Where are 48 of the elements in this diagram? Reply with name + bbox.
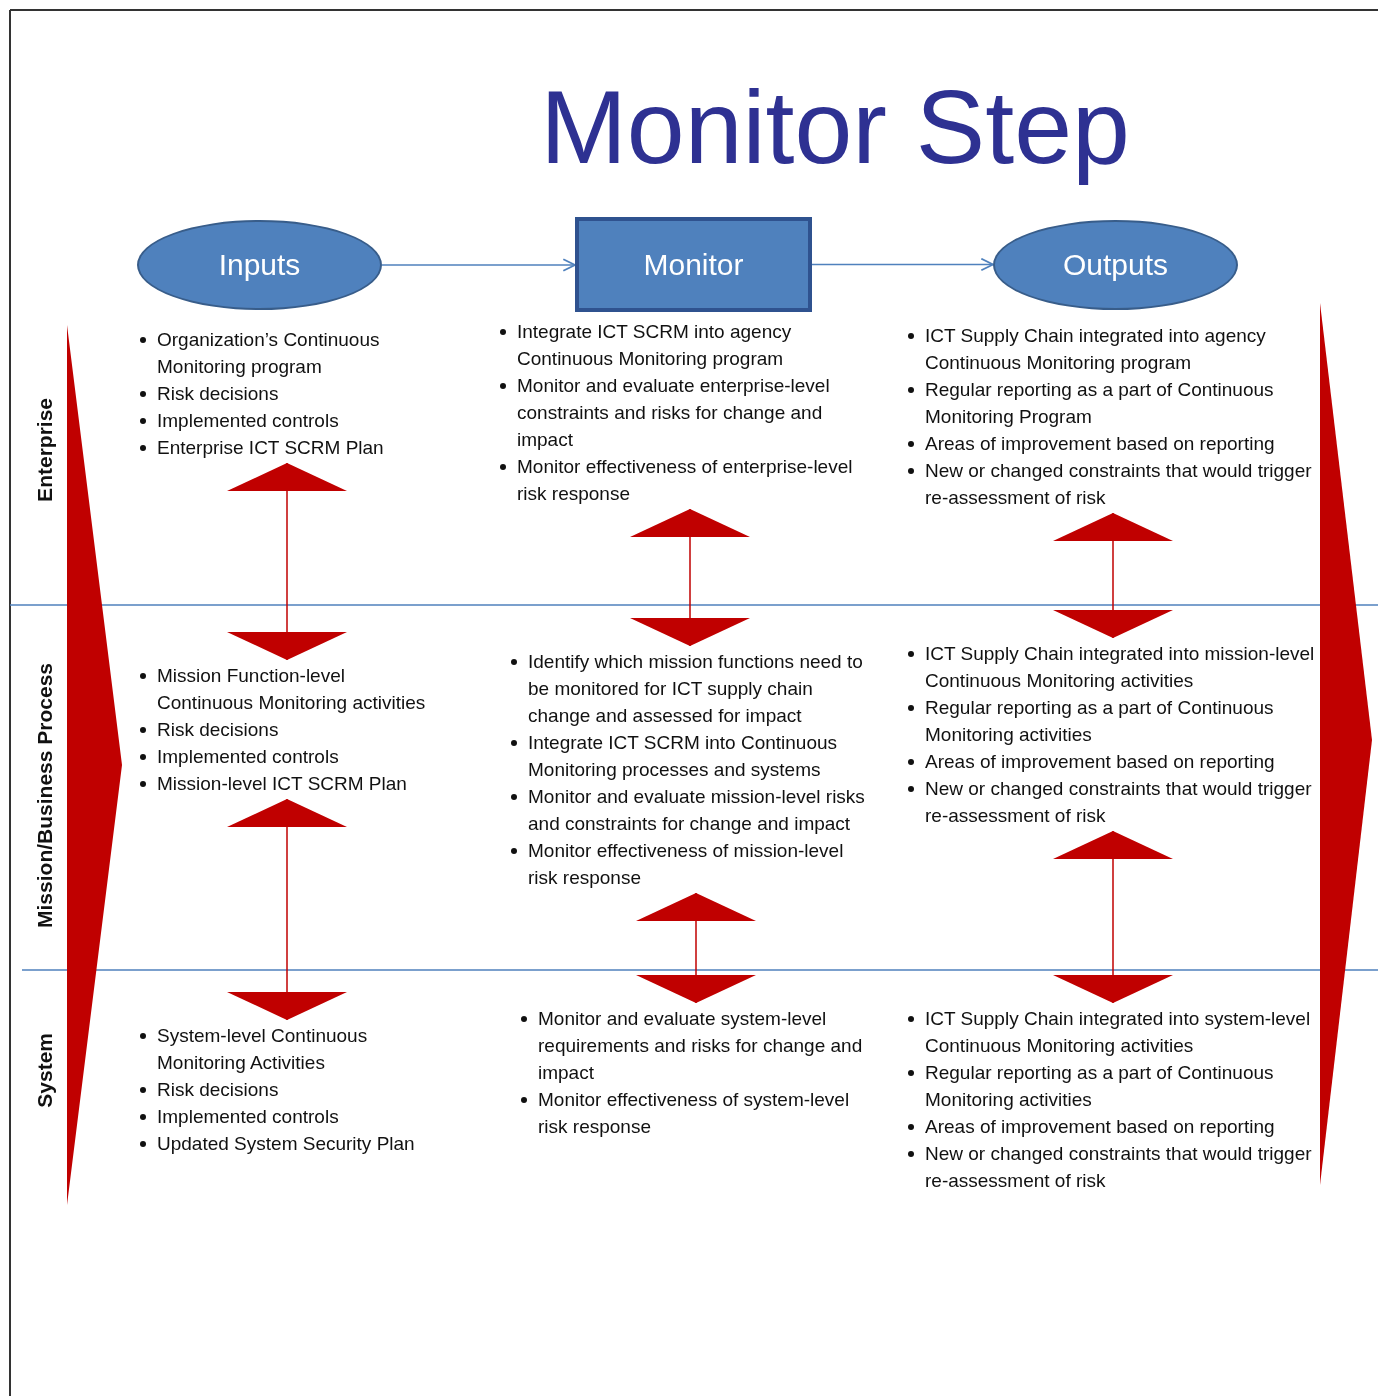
bullet-text: Areas of improvement based on reporting: [925, 1116, 1275, 1137]
bullet-text: Enterprise ICT SCRM Plan: [157, 437, 384, 458]
double-arrow: [636, 892, 756, 1004]
bullet-text: Areas of improvement based on reporting: [925, 751, 1275, 772]
row-label: Enterprise: [33, 398, 57, 502]
bullet-text: Mission Function-level Continuous Monitoring activities: [157, 665, 426, 713]
bullet-text: Mission-level ICT SCRM Plan: [157, 773, 407, 794]
bullet-text: Updated System Security Plan: [157, 1133, 415, 1154]
bullet-text: New or changed constraints that would trigger re-assessment of risk: [925, 1143, 1312, 1191]
bullet-text: Monitor effectiveness of enterprise-level risk response: [517, 456, 853, 504]
bullet-text: Integrate ICT SCRM into agency Continuous Monitoring program: [517, 321, 792, 369]
bullet-text: ICT Supply Chain integrated into mission-level Continuous Monitoring activities: [925, 643, 1315, 691]
bullet-text: Monitor effectiveness of system-level risk response: [538, 1089, 850, 1137]
row-label: Mission/Business Process: [33, 662, 57, 928]
bullet-text: Implemented controls: [157, 1106, 339, 1127]
bullet-text: Areas of improvement based on reporting: [925, 433, 1275, 454]
bullet-text: Integrate ICT SCRM into Continuous Monitoring processes and systems: [528, 732, 838, 780]
bullet-text: New or changed constraints that would trigger re-assessment of risk: [925, 778, 1312, 826]
bullet-text: Regular reporting as a part of Continuous Monitoring Program: [925, 379, 1274, 427]
bullet-text: Monitor effectiveness of mission-level risk response: [528, 840, 844, 888]
process-box: Monitor: [575, 217, 812, 312]
bullet-text: Regular reporting as a part of Continuous Monitoring activities: [925, 697, 1274, 745]
bullet-text: Implemented controls: [157, 410, 339, 431]
oval-node: Outputs: [993, 220, 1238, 310]
bullet-text: Monitor and evaluate mission-level risks and constraints for change and impact: [528, 786, 865, 834]
oval-node: Inputs: [137, 220, 382, 310]
bullet-text: Monitor and evaluate system-level requirements and risks for change and impact: [538, 1008, 863, 1083]
bullet-text: Monitor and evaluate enterprise-level constraints and risks for change and impact: [517, 375, 830, 450]
bullet-text: New or changed constraints that would trigger re-assessment of risk: [925, 460, 1312, 508]
double-arrow: [630, 508, 750, 647]
double-arrow: [1053, 830, 1173, 1004]
bullet-text: Risk decisions: [157, 1079, 279, 1100]
bullet-text: Regular reporting as a part of Continuous Monitoring activities: [925, 1062, 1274, 1110]
double-arrow: [227, 798, 347, 1021]
arrow: [811, 257, 994, 272]
row-label: System: [33, 1032, 57, 1108]
arrow: [381, 258, 576, 272]
bullet-text: ICT Supply Chain integrated into system-level Continuous Monitoring activities: [925, 1008, 1311, 1056]
bullet-text: Risk decisions: [157, 383, 279, 404]
bullet-text: Implemented controls: [157, 746, 339, 767]
bullet-text: ICT Supply Chain integrated into agency Continuous Monitoring program: [925, 325, 1266, 373]
bullet-text: Identify which mission functions need to be monitored for ICT supply chain change and assessed for impact: [528, 651, 863, 726]
bullet-text: Risk decisions: [157, 719, 279, 740]
bullet-text: Organization’s Continuous Monitoring program: [157, 329, 380, 377]
double-arrow: [1053, 512, 1173, 639]
bullet-text: System-level Continuous Monitoring Activities: [157, 1025, 368, 1073]
title: Monitor Step: [539, 68, 1131, 187]
double-arrow: [227, 462, 347, 661]
